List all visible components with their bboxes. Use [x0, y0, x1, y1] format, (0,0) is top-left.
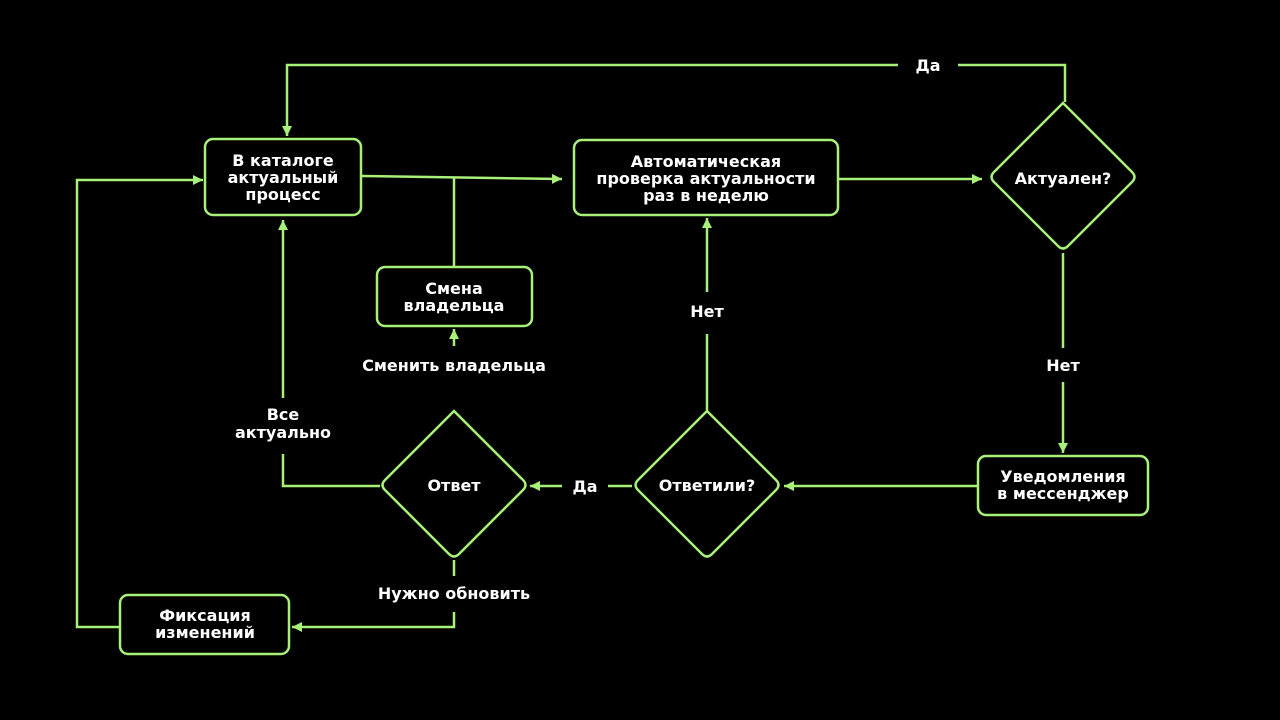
edge-label-answered-yes-text: Да — [572, 477, 597, 496]
edge-label-answered-no-text: Нет — [690, 302, 724, 321]
text-line: раз в неделю — [643, 186, 769, 205]
node-actual-label: Актуален? — [1015, 169, 1112, 188]
text-line: Автоматическая — [631, 152, 781, 171]
node-answer: Ответ — [381, 409, 527, 558]
text-line: проверка актуальности — [596, 169, 815, 188]
edge-label-need-update: Нужно обновить — [360, 576, 548, 612]
text-line: Уведомления — [1000, 467, 1125, 486]
text-line: актуально — [235, 423, 331, 442]
text-line: Да — [915, 56, 940, 75]
edge-fix-changes-to-catalog — [75, 175, 203, 629]
node-answer-label: Ответ — [427, 476, 481, 495]
text-line: в мессенджер — [997, 484, 1129, 503]
text-line: Нет — [1046, 356, 1080, 375]
node-actual: Актуален? — [990, 101, 1136, 250]
text-line: Нужно обновить — [378, 584, 530, 603]
edge-label-actual-no-text: Нет — [1046, 356, 1080, 375]
text-line: Да — [572, 477, 597, 496]
text-line: Фиксация — [159, 606, 251, 625]
edge-actual-yes-to-catalog — [282, 63, 1067, 136]
node-answered-label: Ответили? — [659, 476, 756, 495]
text-line: Ответ — [427, 476, 481, 495]
text-line: Смена — [425, 279, 483, 298]
text-line: актуальный — [228, 168, 339, 187]
text-line: владельца — [404, 296, 505, 315]
text-line: В каталоге — [232, 151, 334, 170]
edge-label-answered-yes: Да — [562, 472, 608, 500]
edge-label-actual-yes-text: Да — [915, 56, 940, 75]
edge-label-need-update-text: Нужно обновить — [378, 584, 530, 603]
text-line: изменений — [155, 623, 255, 642]
edge-label-change-owner-text: Сменить владельца — [362, 356, 546, 375]
edge-label-actual-no: Нет — [1035, 348, 1093, 382]
text-line: Сменить владельца — [362, 356, 546, 375]
edge-catalog-to-auto-check — [361, 173, 563, 184]
text-line: Актуален? — [1015, 169, 1112, 188]
node-answered: Ответили? — [634, 409, 780, 558]
edge-answer-all-actual-to-catalog — [278, 220, 380, 488]
edge-label-actual-yes: Да — [898, 52, 958, 80]
text-line: Все — [267, 405, 300, 424]
text-line: Ответили? — [659, 476, 756, 495]
text-line: процесс — [245, 185, 320, 204]
edge-label-answered-no: Нет — [678, 292, 736, 334]
text-line: Нет — [690, 302, 724, 321]
edge-label-change-owner: Сменить владельца — [346, 346, 562, 412]
